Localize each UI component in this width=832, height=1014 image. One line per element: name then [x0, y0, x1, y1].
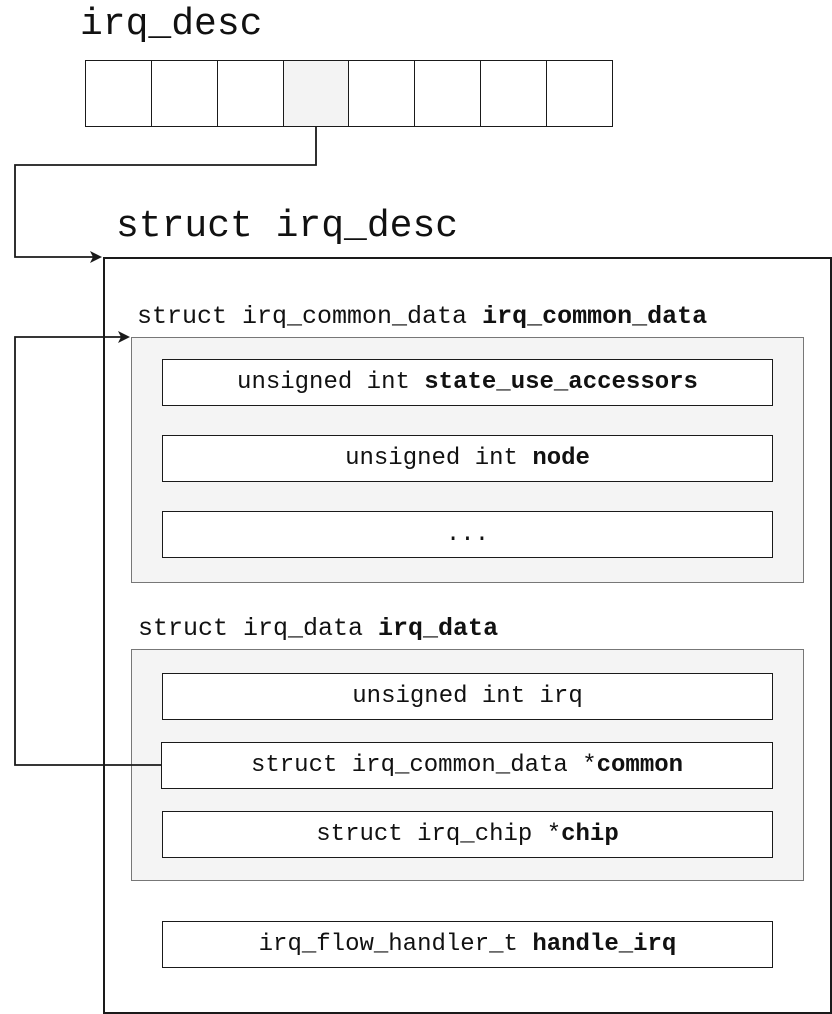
field-name: state_use_accessors [424, 369, 698, 396]
array-cell-2 [151, 60, 218, 127]
field-ellipsis: ... [162, 511, 773, 558]
array-cell-3 [217, 60, 284, 127]
irq-common-data-type: struct irq_common_data [137, 302, 483, 331]
irq-desc-array-label: irq_desc [80, 3, 263, 46]
irq-common-data-name: irq_common_data [482, 302, 708, 331]
irq-data-section-label: struct irq_data irq_data [138, 616, 498, 641]
field-common-pointer: struct irq_common_data *common [161, 742, 773, 789]
field-type: struct irq_chip * [316, 821, 562, 848]
field-name: handle_irq [532, 931, 677, 958]
irq-data-type: struct irq_data [138, 614, 379, 643]
array-cell-4-highlighted [283, 60, 350, 127]
array-cell-7 [480, 60, 547, 127]
field-node: unsigned int node [162, 435, 773, 482]
field-name: common [596, 752, 684, 779]
field-irq: unsigned int irq [162, 673, 773, 720]
array-cell-8 [546, 60, 613, 127]
field-type: unsigned int [345, 445, 533, 472]
field-type: ... [445, 521, 490, 548]
irq-data-name: irq_data [378, 614, 499, 643]
field-handle-irq: irq_flow_handler_t handle_irq [162, 921, 773, 968]
struct-irq-desc-title: struct irq_desc [116, 205, 459, 248]
array-cell-6 [414, 60, 481, 127]
field-name: chip [561, 821, 619, 848]
field-state-use-accessors: unsigned int state_use_accessors [162, 359, 773, 406]
field-chip-pointer: struct irq_chip *chip [162, 811, 773, 858]
field-type: unsigned int [237, 369, 425, 396]
irq-common-data-section-label: struct irq_common_data irq_common_data [137, 304, 707, 329]
field-type: irq_flow_handler_t [258, 931, 533, 958]
field-type: struct irq_common_data * [250, 752, 597, 779]
field-name: node [532, 445, 590, 472]
array-cell-1 [85, 60, 152, 127]
array-cell-5 [348, 60, 415, 127]
field-type: unsigned int irq [352, 683, 583, 710]
